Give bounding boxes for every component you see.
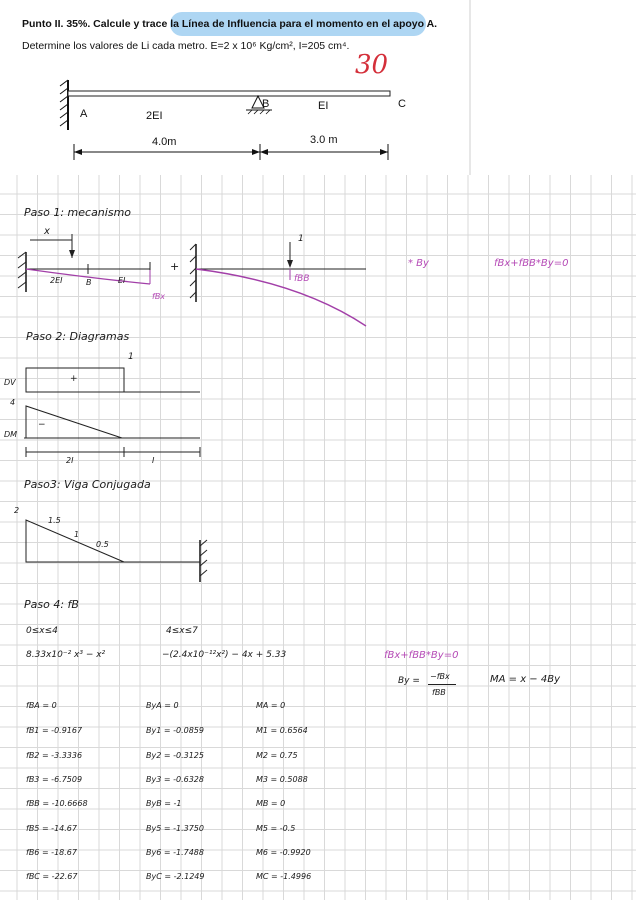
f-value: fBC = -22.67: [26, 872, 78, 881]
paso2-i: I: [152, 456, 155, 465]
paso3-1-5: 1.5: [48, 516, 61, 525]
paso1-times-by: * By: [408, 258, 429, 269]
paso3-1: 1: [74, 530, 80, 539]
paso1-b: B: [86, 278, 92, 287]
paso4-title: Paso 4: fB: [24, 598, 79, 611]
m-value: M1 = 0.6564: [256, 726, 308, 735]
m-value: M3 = 0.5088: [256, 775, 308, 784]
problem-line-1: Punto II. 35%. Calcule y trace la Línea …: [22, 18, 438, 30]
f-value: fBA = 0: [26, 701, 57, 710]
f-value: fB1 = -0.9167: [26, 726, 83, 735]
paso1-title: Paso 1: mecanismo: [24, 206, 132, 219]
paso1-one: 1: [298, 234, 304, 244]
paso1-ei: EI: [118, 276, 126, 285]
paso2-dv: DV: [4, 378, 16, 387]
paso2-title: Paso 2: Diagramas: [26, 330, 130, 343]
paso2-2i: 2I: [66, 456, 74, 465]
by-value: ByC = -2.1249: [146, 872, 205, 881]
paso2-dm: DM: [4, 430, 18, 439]
paso2-one: 1: [128, 352, 134, 362]
paso1-fbb: fBB: [294, 274, 310, 284]
span-right: 3.0 m: [310, 134, 338, 146]
label-a: A: [80, 108, 88, 120]
paso3-sketch: [25, 519, 208, 582]
fraction-bar: [428, 684, 456, 685]
expr-2: −(2.4x10⁻¹²x²) − 4x + 5.33: [162, 650, 287, 660]
label-c: C: [398, 98, 406, 110]
by-numerator: −fBx: [430, 672, 450, 681]
range-2: 4≤x≤7: [166, 626, 198, 636]
paso2-sketch: [24, 367, 201, 457]
by-value: ByA = 0: [146, 701, 179, 710]
f-value: fB5 = -14.67: [26, 824, 77, 833]
m-value: M2 = 0.75: [256, 751, 298, 760]
paso2-four: 4: [10, 398, 16, 407]
paso1-equation: fBx+fBB*By=0: [494, 258, 569, 269]
f-value: fB2 = -3.3336: [26, 751, 83, 760]
m-value: MC = -1.4996: [256, 872, 312, 881]
by-value: By2 = -0.3125: [146, 751, 204, 760]
paso1-x: x: [44, 226, 50, 237]
paso1-2ei: 2EI: [50, 276, 63, 285]
beam-diagram: [59, 0, 471, 175]
paso3-title: Paso3: Viga Conjugada: [24, 478, 151, 491]
by-value: By1 = -0.0859: [146, 726, 204, 735]
highlight: [170, 12, 426, 36]
by-value: By5 = -1.3750: [146, 824, 204, 833]
problem-statement: Punto II. 35%. Calcule y trace la Línea …: [0, 0, 636, 175]
f-value: fB3 = -6.7509: [26, 775, 83, 784]
paso3-0-5: 0.5: [96, 540, 109, 549]
m-value: MB = 0: [256, 799, 286, 808]
grade-mark: 30: [355, 50, 389, 80]
by-value: ByB = -1: [146, 799, 182, 808]
f-value: fBB = -10.6668: [26, 799, 88, 808]
grid-paper: [0, 175, 636, 900]
paso2-plus: +: [70, 374, 78, 384]
by-denominator: fBB: [432, 688, 446, 697]
paso1-sketch: [17, 234, 367, 327]
paso2-minus: −: [38, 420, 46, 430]
by-lhs: By =: [398, 676, 420, 686]
label-2ei: 2EI: [146, 110, 163, 122]
f-value: fB6 = -18.67: [26, 848, 77, 857]
m-value: MA = 0: [256, 701, 286, 710]
m-value: M6 = -0.9920: [256, 848, 311, 857]
expr-1: 8.33x10⁻² x³ − x²: [26, 650, 106, 660]
range-1: 0≤x≤4: [26, 626, 58, 636]
by-value: By3 = -0.6328: [146, 775, 204, 784]
paso3-two: 2: [14, 506, 20, 515]
m-value: M5 = -0.5: [256, 824, 296, 833]
by-value: By6 = -1.7488: [146, 848, 204, 857]
label-ei: EI: [318, 100, 329, 112]
problem-line-2: Determine los valores de Li cada metro. …: [22, 40, 350, 52]
paso1-fbx: fBx: [152, 292, 166, 301]
paso1-plus: +: [170, 260, 180, 273]
label-b: B: [262, 98, 270, 110]
span-left: 4.0m: [152, 136, 177, 148]
paso4-equation: fBx+fBB*By=0: [384, 650, 459, 661]
ma-equation: MA = x − 4By: [490, 674, 560, 685]
